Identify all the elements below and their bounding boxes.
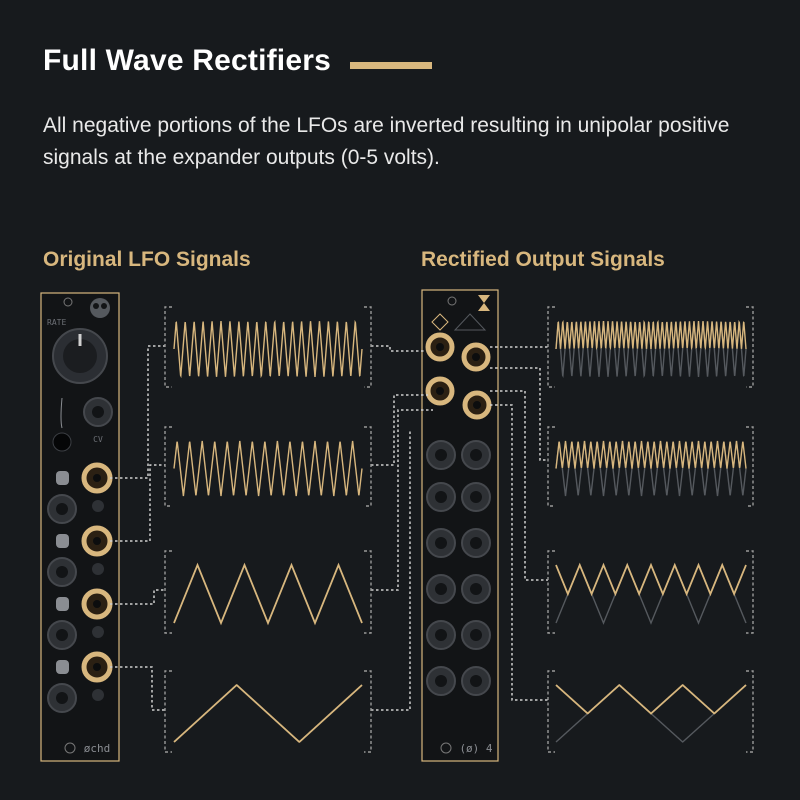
rectifier-module-brand: (ø) 4 — [459, 742, 492, 755]
patch-wire — [110, 666, 165, 711]
jack-hole — [56, 566, 68, 578]
button-icon[interactable] — [92, 563, 104, 575]
rectified-waveform — [555, 684, 747, 715]
lfo-module-brand: øchd — [84, 742, 111, 755]
jack-hole — [470, 629, 482, 641]
ghost-waveform — [555, 563, 747, 625]
cv-jack-hole — [92, 406, 104, 418]
rectified-waveform — [555, 440, 747, 469]
scope-bracket-left — [164, 426, 172, 507]
scope-bracket-right — [364, 670, 372, 753]
waveform-plots — [173, 319, 747, 743]
scope-bracket-right — [746, 426, 754, 507]
scope-bracket-left — [164, 306, 172, 388]
jack-hole — [56, 503, 68, 515]
lfo-module: RATE CV øchd — [40, 292, 120, 762]
button-icon[interactable] — [92, 626, 104, 638]
jack-hole — [435, 675, 447, 687]
jack-hole — [470, 583, 482, 595]
jack-hole — [435, 583, 447, 595]
rectified-waveform — [555, 562, 747, 597]
output-led-icon — [56, 597, 69, 611]
patch-wire — [371, 394, 428, 466]
jack-hole — [93, 474, 101, 482]
page-title: Full Wave Rectifiers — [43, 44, 331, 77]
screw-icon — [64, 742, 76, 754]
output-led-icon — [56, 534, 69, 548]
patch-wire — [371, 430, 411, 711]
brand-logo-icon — [90, 298, 110, 318]
patch-wire — [490, 404, 548, 701]
original-waveform — [173, 684, 363, 743]
jack-hole — [435, 491, 447, 503]
patch-wire — [110, 589, 165, 605]
patch-wire — [110, 464, 165, 542]
original-waveform — [173, 562, 363, 626]
cv-arrow-icon — [60, 397, 63, 429]
jack-hole — [472, 353, 480, 361]
scope-bracket-right — [746, 306, 754, 388]
scope-bracket-left — [547, 426, 555, 507]
scope-bracket-left — [547, 670, 555, 753]
jack-hole — [470, 491, 482, 503]
jack-hole — [435, 537, 447, 549]
jack-hole — [470, 449, 482, 461]
rectified-waveform — [555, 319, 747, 351]
rectifier-module: (ø) 4 — [421, 289, 499, 762]
hourglass-icon — [478, 295, 490, 311]
original-signals-label: Original LFO Signals — [43, 248, 251, 271]
jack-hole — [435, 449, 447, 461]
scope-bracket-left — [547, 550, 555, 634]
led-indicator — [52, 432, 72, 452]
patch-wires — [110, 345, 548, 711]
patch-wire — [490, 367, 548, 461]
scope-bracket-right — [364, 306, 372, 388]
button-icon[interactable] — [92, 689, 104, 701]
scope-bracket-left — [164, 670, 172, 753]
jack-hole — [56, 629, 68, 641]
screw-icon — [447, 296, 457, 306]
scope-bracket-right — [364, 550, 372, 634]
jack-hole — [93, 537, 101, 545]
scope-brackets — [164, 306, 754, 753]
cv-label: CV — [93, 435, 103, 444]
output-led-icon — [56, 471, 69, 485]
rate-knob[interactable] — [52, 328, 108, 384]
rectified-signals-label: Rectified Output Signals — [421, 248, 665, 271]
description: All negative portions of the LFOs are in… — [43, 114, 730, 169]
jack-hole — [56, 692, 68, 704]
patch-wire — [490, 390, 548, 581]
jack-hole — [93, 663, 101, 671]
output-led-icon — [56, 660, 69, 674]
patch-wire — [371, 409, 433, 591]
jack-hole — [436, 343, 444, 351]
jack-hole — [93, 600, 101, 608]
scope-bracket-right — [746, 670, 754, 753]
scope-bracket-right — [746, 550, 754, 634]
jack-hole — [473, 401, 481, 409]
jack-hole — [436, 387, 444, 395]
rate-label: RATE — [47, 318, 66, 327]
scope-bracket-left — [164, 550, 172, 634]
patch-wire — [371, 345, 426, 352]
scope-bracket-right — [364, 426, 372, 507]
jack-hole — [435, 629, 447, 641]
scope-bracket-left — [547, 306, 555, 388]
triangle-icon — [453, 313, 487, 331]
screw-icon — [63, 297, 73, 307]
button-icon[interactable] — [92, 500, 104, 512]
jack-hole — [470, 537, 482, 549]
diamond-icon — [431, 313, 449, 331]
original-waveform — [173, 440, 363, 497]
jack-hole — [470, 675, 482, 687]
screw-icon — [440, 742, 452, 754]
title-accent-bar — [350, 62, 432, 69]
original-waveform — [173, 319, 363, 379]
